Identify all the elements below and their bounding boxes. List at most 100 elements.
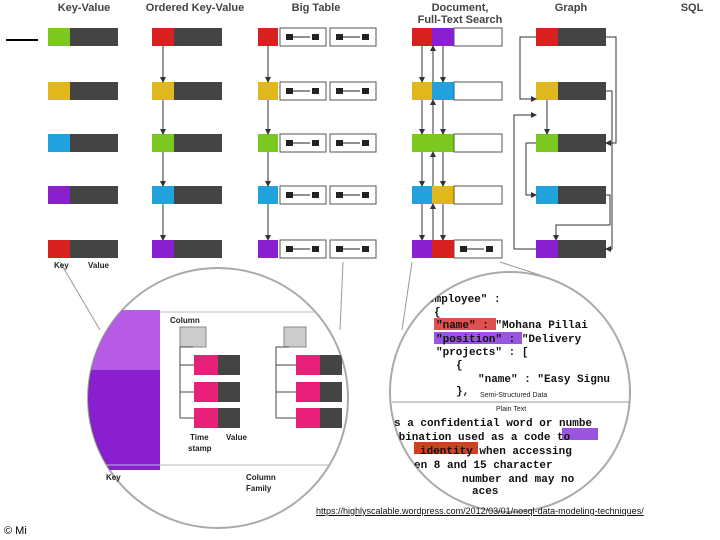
json-line-1: { bbox=[434, 307, 441, 319]
bt-row-4-cell-b-box-b bbox=[362, 246, 369, 252]
slide-tick bbox=[6, 39, 38, 41]
bt-row-3-key bbox=[258, 186, 278, 204]
copyright-text: © Mi bbox=[4, 525, 27, 537]
okv-row-2-key bbox=[152, 134, 174, 152]
zoom-cell-a2-value bbox=[218, 408, 240, 428]
graph-edge-d bbox=[526, 143, 536, 195]
kv-row-3-key bbox=[48, 186, 70, 204]
bt-row-1-cell-b-box-b bbox=[362, 88, 369, 94]
kv-row-1-key bbox=[48, 82, 70, 100]
bt-row-3-cell-a-box-a bbox=[286, 192, 293, 198]
bt-row-1-cell-a-box-a bbox=[286, 88, 293, 94]
zoom-key-label: Key bbox=[106, 473, 121, 482]
okv-row-0-value bbox=[174, 28, 222, 46]
bt-row-3-cell-a-box-b bbox=[312, 192, 319, 198]
graph-row-2-key bbox=[536, 134, 558, 152]
plain-line-5: aces bbox=[472, 486, 498, 498]
okv-row-3-value bbox=[174, 186, 222, 204]
zoom-cell-a2-key bbox=[194, 408, 218, 428]
graph-row-0-key bbox=[536, 28, 558, 46]
zoom-circle-big-table bbox=[60, 262, 350, 528]
bt-row-4-cell-b-box-a bbox=[336, 246, 343, 252]
doc-row-4-box-a bbox=[460, 246, 467, 252]
bt-row-1-cell-a-box-b bbox=[312, 88, 319, 94]
kv-row-4-value bbox=[70, 240, 118, 258]
zoom-cell-b2-value bbox=[320, 408, 342, 428]
zoom-cell-b0-key bbox=[296, 355, 320, 375]
kv-row-3-value bbox=[70, 186, 118, 204]
zoom-stamp-label: stamp bbox=[188, 444, 212, 453]
graph-edge-f bbox=[514, 115, 536, 249]
graph-row-3-value bbox=[558, 186, 606, 204]
graph-edge-a bbox=[520, 37, 536, 99]
bt-row-0-cell-b-box-b bbox=[362, 34, 369, 40]
zoom-value-label: Value bbox=[226, 433, 247, 442]
zoom-cell-b0-value bbox=[320, 355, 342, 375]
doc-row-4-key bbox=[412, 240, 432, 258]
graph-row-1-key bbox=[536, 82, 558, 100]
key-label: Key bbox=[54, 261, 69, 270]
zoom-cell-b1-value bbox=[320, 382, 342, 402]
bt-row-1-cell-b-box-a bbox=[336, 88, 343, 94]
kv-row-2-value bbox=[70, 134, 118, 152]
doc-row-2-body bbox=[454, 134, 502, 152]
graph-row-4-key bbox=[536, 240, 558, 258]
doc-row-1-field bbox=[432, 82, 454, 100]
okv-row-4-value bbox=[174, 240, 222, 258]
json-line-6: "name" : "Easy Signu bbox=[478, 374, 610, 386]
semi-structured-label: Semi-Structured Data bbox=[480, 392, 547, 399]
bt-row-2-cell-a-box-b bbox=[312, 140, 319, 146]
zoom-column-family-line2: Family bbox=[246, 484, 271, 493]
graph-row-4-value bbox=[558, 240, 606, 258]
doc-row-2-key bbox=[412, 134, 432, 152]
json-line-3: "position" : "Delivery bbox=[436, 334, 582, 346]
kv-row-1-value bbox=[70, 82, 118, 100]
storage-grid bbox=[48, 28, 606, 258]
zoom-cell-b1-key bbox=[296, 382, 320, 402]
zoom-cell-a0-value bbox=[218, 355, 240, 375]
doc-row-0-key bbox=[412, 28, 432, 46]
zoom-cell-a0-key bbox=[194, 355, 218, 375]
doc-row-0-body bbox=[454, 28, 502, 46]
okv-row-3-key bbox=[152, 186, 174, 204]
bt-row-4-key bbox=[258, 240, 278, 258]
plain-line-2: identity when accessing bbox=[420, 446, 572, 458]
plain-line-3: en 8 and 15 character bbox=[414, 460, 553, 472]
okv-row-4-key bbox=[152, 240, 174, 258]
source-link[interactable]: https://highlyscalable.wordpress.com/201… bbox=[316, 506, 644, 516]
doc-row-0-field bbox=[432, 28, 454, 46]
bt-row-0-cell-a-box-b bbox=[312, 34, 319, 40]
kv-row-0-key bbox=[48, 28, 70, 46]
okv-row-1-key bbox=[152, 82, 174, 100]
bt-row-0-cell-a-box-a bbox=[286, 34, 293, 40]
plain-line-1: mbination used as a code to bbox=[392, 432, 571, 444]
zoom-cell-a1-key bbox=[194, 382, 218, 402]
plain-line-4: number and may no bbox=[462, 474, 575, 486]
bt-row-3-cell-b-box-a bbox=[336, 192, 343, 198]
bt-row-2-key bbox=[258, 134, 278, 152]
json-line-0: employee" : bbox=[428, 294, 501, 306]
bt-row-4-cell-a-box-a bbox=[286, 246, 293, 252]
zoom-column-family-line1: Column bbox=[246, 473, 276, 482]
json-line-7: }, bbox=[456, 386, 469, 398]
bt-row-3-cell-b-box-b bbox=[362, 192, 369, 198]
kv-row-4-key bbox=[48, 240, 70, 258]
zoom-time-label: Time bbox=[190, 433, 209, 442]
bt-row-2-cell-a-box-a bbox=[286, 140, 293, 146]
bt-row-0-key bbox=[258, 28, 278, 46]
bt-row-1-key bbox=[258, 82, 278, 100]
zoom-cell-b2-key bbox=[296, 408, 320, 428]
graph-edge-b bbox=[606, 37, 616, 143]
doc-row-1-body bbox=[454, 82, 502, 100]
plain-line-0: s a confidential word or numbe bbox=[394, 418, 592, 430]
bt-row-2-cell-b-box-a bbox=[336, 140, 343, 146]
graph-row-1-value bbox=[558, 82, 606, 100]
graph-row-2-value bbox=[558, 134, 606, 152]
bt-row-4-cell-a-box-b bbox=[312, 246, 319, 252]
plain-text-label: Plain Text bbox=[496, 406, 526, 413]
okv-row-2-value bbox=[174, 134, 222, 152]
zoom-cell-a1-value bbox=[218, 382, 240, 402]
zoom-circle-document: employee" :{"name" : "Mohana Pillai"posi… bbox=[390, 262, 632, 512]
value-label: Value bbox=[88, 261, 109, 270]
